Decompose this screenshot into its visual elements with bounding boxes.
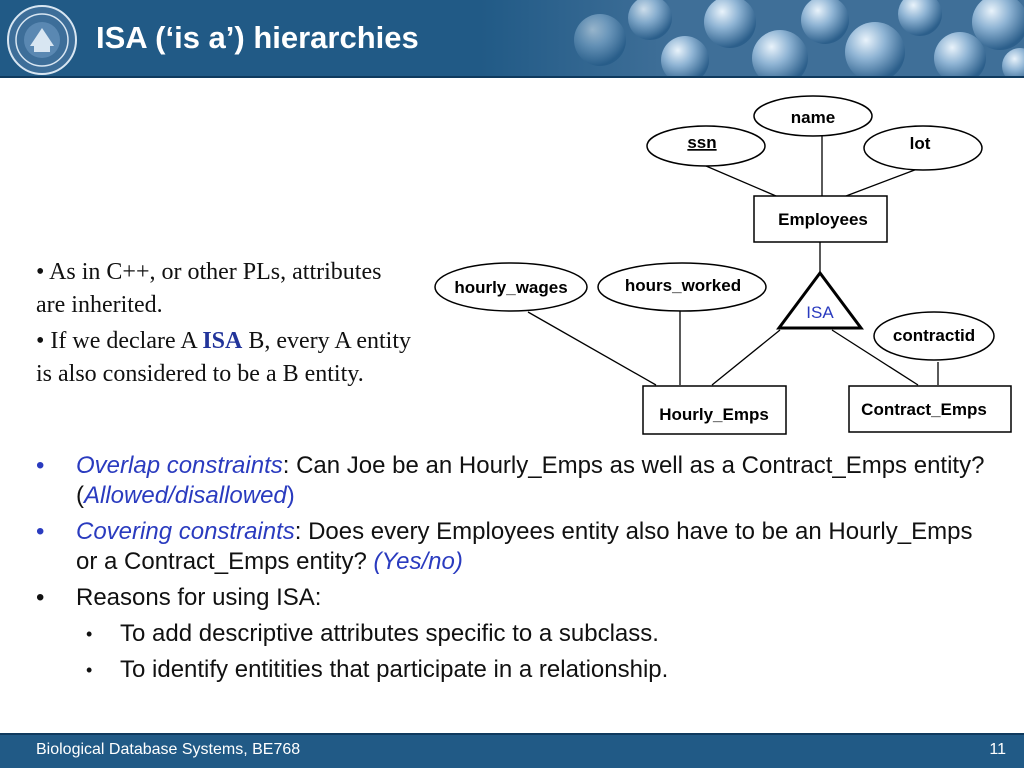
page-title: ISA (‘is a’) hierarchies [96, 20, 419, 55]
reason-2-text: To identify entitities that participate … [120, 656, 669, 683]
side-notes: • As in C++, or other PLs, attributes ar… [36, 256, 416, 394]
entity-employees-label: Employees [778, 210, 868, 229]
bullet-dot: • [36, 584, 45, 611]
bullet-list: • Overlap constraints: Can Joe be an Hou… [36, 451, 996, 685]
attribute-hours-worked-label: hours_worked [625, 276, 741, 295]
entity-contract-emps [848, 385, 1012, 433]
attribute-contractid-label: contractid [893, 326, 975, 345]
attribute-lot-label: lot [910, 134, 931, 153]
edge-isa-contract [831, 329, 919, 386]
side-note-isa-post: B, every A entity is also considered to … [36, 328, 412, 387]
slide-header: ISA (‘is a’) hierarchies [0, 0, 1024, 78]
er-diagram: name ssn lot Employees hourly_wages hour… [434, 95, 1012, 435]
overlap-answer: Allowed/disallowed [84, 482, 287, 509]
reasons-text: Reasons for using ISA: [76, 584, 322, 611]
overlap-term: Overlap constraints [76, 452, 283, 479]
bullet-overlap: • Overlap constraints: Can Joe be an Hou… [36, 451, 996, 511]
footer-divider [0, 733, 1024, 735]
attribute-hourly-wages [434, 262, 588, 312]
bullet-reasons: • Reasons for using ISA: [36, 583, 996, 613]
overlap-close: ) [286, 482, 295, 509]
sub-bullet-reason-1: • To add descriptive attributes specific… [36, 619, 996, 649]
molecule-banner-image [480, 0, 1024, 78]
entity-employees [753, 195, 888, 243]
overlap-text: : Can Joe be an Hourly_Emps as well as a… [76, 452, 985, 509]
attribute-hours-worked [597, 262, 767, 312]
bullet-covering: • Covering constraints: Does every Emplo… [36, 517, 996, 577]
covering-answer: (Yes/no) [373, 548, 463, 575]
university-seal-icon [7, 5, 77, 75]
attribute-ssn-label: ssn [687, 133, 716, 152]
side-note-isa: • If we declare A ISA B, every A entity … [36, 325, 416, 391]
side-note-isa-pre: • If we declare A [36, 328, 203, 354]
covering-term: Covering constraints [76, 518, 295, 545]
sub-bullet-dot: • [86, 660, 93, 680]
slide-number: 11 [989, 741, 1006, 758]
edge-lot-employees [845, 167, 921, 197]
side-note-isa-keyword: ISA [202, 328, 243, 354]
entity-hourly-emps-label: Hourly_Emps [659, 405, 769, 424]
entity-contract-emps-label: Contract_Emps [861, 400, 987, 419]
attribute-name [753, 95, 873, 137]
footer-course-title: Biological Database Systems, BE768 [36, 741, 301, 758]
attribute-name-label: name [791, 108, 835, 127]
isa-label: ISA [806, 303, 834, 322]
slide-footer: Biological Database Systems, BE768 11 [0, 733, 1024, 768]
reason-1-text: To add descriptive attributes specific t… [120, 620, 659, 647]
entity-hourly-emps [642, 385, 787, 435]
attribute-hourly-wages-label: hourly_wages [454, 278, 567, 297]
edge-isa-hourly [711, 329, 781, 386]
bullet-dot: • [36, 518, 45, 545]
attribute-lot [863, 125, 983, 171]
sub-bullet-reason-2: • To identify entitities that participat… [36, 655, 996, 685]
attribute-contractid [873, 311, 995, 361]
isa-relationship-triangle [776, 270, 864, 330]
edge-hourly-wages [527, 311, 657, 386]
covering-text: : Does every Employees entity also have … [76, 518, 973, 575]
side-note-inheritance: • As in C++, or other PLs, attributes ar… [36, 259, 382, 318]
edge-ssn-employees [705, 165, 777, 197]
attribute-ssn [646, 125, 766, 167]
sub-bullet-dot: • [86, 624, 93, 644]
bullet-dot: • [36, 452, 45, 479]
header-divider [0, 76, 1024, 78]
